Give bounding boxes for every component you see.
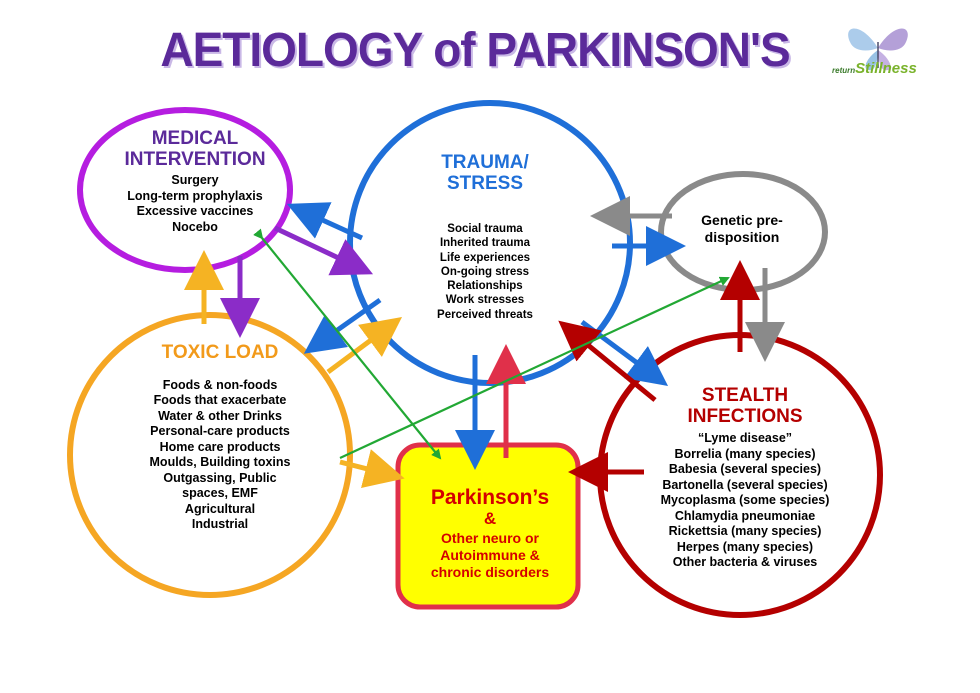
toxic-item: Moulds, Building toxins: [149, 455, 291, 470]
trauma-heading-line: TRAUMA/: [441, 152, 529, 173]
parkinsons-heading: Parkinson’s: [430, 486, 550, 509]
parkinsons-item: Autoimmune &: [440, 546, 540, 563]
toxic-item: Foods that exacerbate: [153, 393, 287, 408]
stealth-item: Bartonella (several species): [662, 477, 828, 492]
arrow-toxic-to-parkinsons: [339, 449, 405, 488]
stealth-item: Rickettsia (many species): [668, 524, 822, 539]
toxic-heading: TOXIC LOAD: [161, 342, 279, 363]
parkinsons-items: Other neuro or Autoimmune & chronic diso…: [402, 530, 578, 582]
medical-heading-line: INTERVENTION: [124, 148, 266, 170]
trauma-items: Social trauma Inherited trauma Life expe…: [385, 222, 585, 322]
logo-big-text: Stillness: [855, 60, 917, 77]
toxic-item: Industrial: [191, 517, 249, 532]
toxic-item: Personal-care products: [150, 424, 290, 439]
stealth-item: Herpes (many species): [676, 539, 814, 554]
medical-item: Excessive vaccines: [136, 204, 254, 219]
stealth-item: Other bacteria & viruses: [672, 555, 818, 570]
stealth-item: Borrelia (many species): [674, 446, 816, 461]
medical-heading-line: MEDICAL: [151, 128, 239, 149]
toxic-item: Outgassing, Public: [163, 470, 277, 485]
arrow-stealth-to-trauma: [558, 320, 657, 402]
logo-wordmark: returnStillness: [832, 60, 932, 77]
trauma-item: Relationships: [447, 280, 523, 293]
trauma-item: On-going stress: [440, 265, 530, 278]
toxic-item: Water & other Drinks: [158, 408, 282, 423]
arrow-green-toxic-genetic: [339, 276, 730, 459]
trauma-item: Social trauma: [447, 223, 523, 236]
stealth-item: Babesia (several species): [668, 462, 822, 477]
toxic-item: Agricultural: [184, 501, 256, 516]
trauma-stress-node: TRAUMA/ STRESS Social trauma Inherited t…: [385, 152, 585, 322]
trauma-heading: TRAUMA/ STRESS: [385, 152, 585, 194]
toxic-item: spaces, EMF: [182, 486, 258, 501]
medical-intervention-node: MEDICAL INTERVENTION Surgery Long-term p…: [95, 128, 295, 235]
stealth-items: “Lyme disease” Borrelia (many species) B…: [630, 431, 860, 571]
stealth-item: Mycoplasma (some species): [660, 493, 830, 508]
parkinsons-node: Parkinson’s & Other neuro or Autoimmune …: [402, 486, 578, 582]
stealth-heading-line: INFECTIONS: [687, 405, 803, 427]
stealth-item: “Lyme disease”: [697, 431, 793, 446]
stealth-heading: STEALTH INFECTIONS: [630, 385, 860, 427]
toxic-load-node: TOXIC LOAD Foods & non-foods Foods that …: [120, 342, 320, 533]
trauma-item: Work stresses: [445, 294, 525, 307]
trauma-item: Life experiences: [439, 251, 531, 264]
page-title: AETIOLOGY of PARKINSON'S: [160, 21, 790, 77]
genetic-predisposition-node: Genetic pre- disposition: [672, 212, 812, 246]
medical-item: Surgery: [171, 173, 219, 188]
genetic-heading-line: Genetic pre-: [701, 212, 783, 228]
toxic-items: Foods & non-foods Foods that exacerbate …: [120, 378, 320, 533]
trauma-heading-line: STRESS: [446, 172, 524, 194]
stealth-item: Chlamydia pneumoniae: [674, 508, 816, 523]
medical-item: Long-term prophylaxis: [127, 188, 263, 203]
stealth-infections-node: STEALTH INFECTIONS “Lyme disease” Borrel…: [630, 385, 860, 571]
medical-heading: MEDICAL INTERVENTION: [95, 128, 295, 170]
toxic-item: Home care products: [159, 439, 281, 454]
trauma-item: Perceived threats: [437, 308, 533, 321]
trauma-item: Inherited trauma: [439, 237, 531, 250]
parkinsons-item: chronic disorders: [430, 564, 550, 581]
genetic-heading-line: disposition: [704, 228, 780, 245]
parkinsons-item: Other neuro or: [440, 529, 539, 546]
medical-item: Nocebo: [172, 219, 218, 234]
butterfly-logo-icon: [848, 28, 908, 71]
parkinsons-ampersand: &: [483, 508, 497, 528]
stealth-heading-line: STEALTH: [701, 385, 789, 406]
logo-small-text: return: [832, 66, 856, 75]
genetic-heading: Genetic pre- disposition: [672, 212, 812, 246]
arrow-green-medical-parkinsons: [253, 228, 442, 460]
medical-items: Surgery Long-term prophylaxis Excessive …: [95, 173, 295, 235]
toxic-item: Foods & non-foods: [162, 377, 278, 392]
